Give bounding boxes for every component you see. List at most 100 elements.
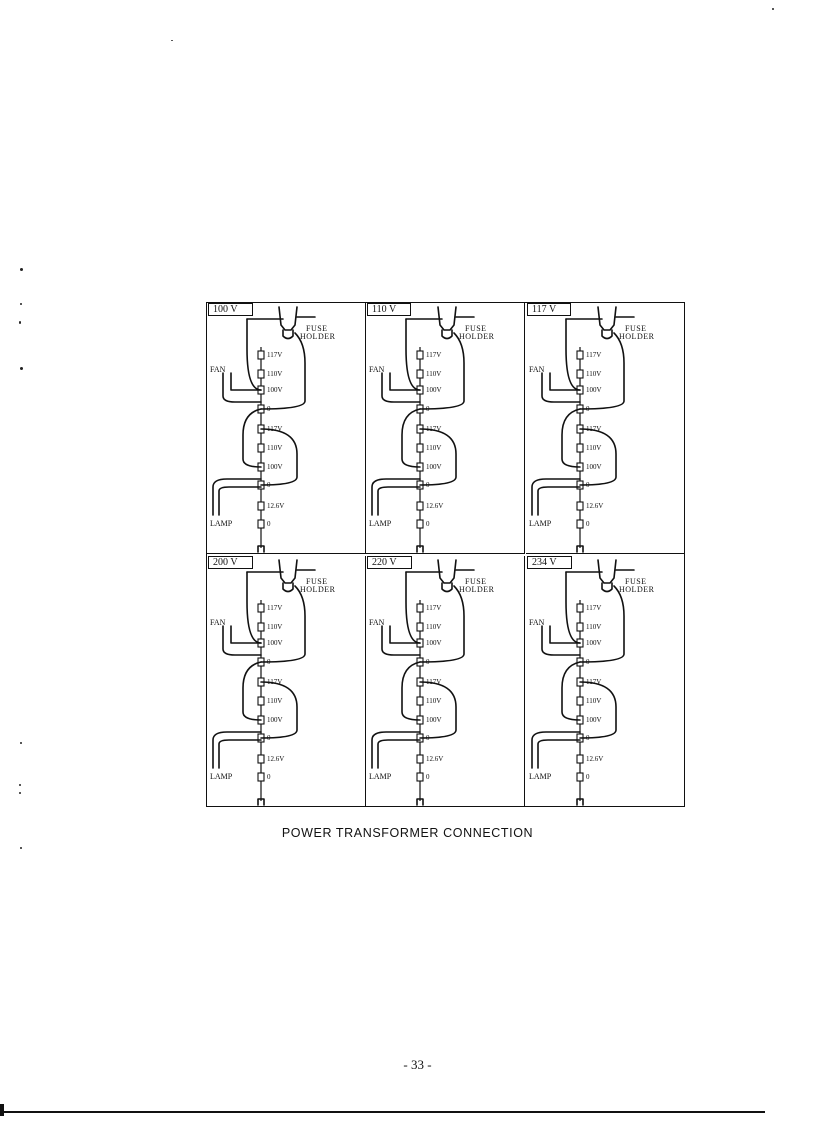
tap-label: 0 (586, 734, 590, 742)
tap-label: 117V (267, 604, 283, 612)
fan-label: FAN (369, 618, 385, 627)
coil-tap (576, 696, 584, 706)
scan-speck (20, 303, 22, 305)
tap-label: 110V (586, 370, 602, 378)
coil-tap (257, 443, 265, 453)
fuse-holder-shape (597, 559, 617, 584)
lamp-label: LAMP (210, 772, 233, 781)
tap-label: 0 (586, 405, 590, 413)
tap-label: 100V (586, 639, 602, 647)
tap-label: 100V (426, 386, 442, 394)
wiring-diagram (212, 559, 316, 806)
coil-tap (576, 519, 584, 529)
fuse-holder-label-line: FUSE (625, 577, 647, 586)
tap-label: 117V (267, 425, 283, 433)
tap-label: 12.6V (586, 502, 604, 510)
coil-tap (416, 443, 424, 453)
lamp-label: LAMP (369, 772, 392, 781)
tap-label: 0 (267, 520, 271, 528)
secondary-wire-right (579, 681, 617, 739)
tap-label: 110V (267, 623, 283, 631)
fan-wire-2 (230, 372, 262, 391)
secondary-wire-right (579, 428, 617, 486)
lamp-wire-2 (377, 486, 421, 516)
coil-tap (257, 501, 265, 511)
lamp-wire-1 (531, 478, 581, 516)
coil-tap (257, 519, 265, 529)
fan-label: FAN (210, 365, 226, 374)
secondary-wire-right (260, 681, 298, 739)
coil-tap (576, 622, 584, 632)
tap-label: 0 (586, 520, 590, 528)
tap-label: 110V (426, 623, 442, 631)
secondary-wire-left (401, 408, 421, 468)
fuse-holder-shape (597, 306, 617, 331)
tap-label: 117V (426, 425, 442, 433)
fan-wire-1 (222, 625, 262, 656)
fuse-holder-cap (282, 329, 294, 340)
coil-tap (257, 622, 265, 632)
lamp-wire-2 (218, 739, 262, 769)
lamp-wire-2 (218, 486, 262, 516)
tap-label: 100V (267, 639, 283, 647)
lamp-wire-1 (212, 478, 262, 516)
fuse-holder-label-line: HOLDER (300, 585, 336, 594)
tap-label: 100V (426, 716, 442, 724)
primary-wire-right (419, 332, 465, 410)
secondary-wire-left (561, 661, 581, 721)
tap-label: 110V (267, 444, 283, 452)
scan-speck (19, 792, 21, 794)
tap-label: 110V (586, 697, 602, 705)
tap-label: 100V (426, 463, 442, 471)
tap-label: 117V (586, 425, 602, 433)
tap-label: 0 (426, 734, 430, 742)
secondary-wire-right (260, 428, 298, 486)
tap-label: 0 (426, 773, 430, 781)
primary-wire-right (579, 585, 625, 663)
fuse-holder-label-line: FUSE (306, 324, 328, 333)
fuse-holder-cap (601, 582, 613, 593)
coil-tap (257, 754, 265, 764)
lamp-label: LAMP (210, 519, 233, 528)
scan-speck (20, 847, 22, 849)
voltage-label: 200 V (208, 556, 253, 569)
tap-label: 110V (586, 444, 602, 452)
scan-speck (20, 367, 23, 370)
fan-label: FAN (529, 365, 545, 374)
fan-wire-1 (381, 372, 421, 403)
voltage-label: 117 V (527, 303, 572, 316)
primary-wire-right (419, 585, 465, 663)
secondary-wire-left (242, 408, 262, 468)
fuse-holder-label-line: HOLDER (459, 332, 495, 341)
tap-label: 0 (267, 405, 271, 413)
tap-label: 0 (267, 773, 271, 781)
fan-wire-2 (549, 372, 581, 391)
tap-label: 117V (426, 604, 442, 612)
fuse-holder-cap (441, 329, 453, 340)
tap-label: 0 (267, 658, 271, 666)
tap-label: 117V (267, 351, 283, 359)
coil-tap (257, 772, 265, 782)
scan-speck (20, 268, 23, 271)
tap-label: 117V (426, 678, 442, 686)
coil-tap (416, 350, 424, 360)
coil-terminal (257, 798, 265, 806)
tap-label: 117V (426, 351, 442, 359)
lamp-wire-1 (212, 731, 262, 769)
tap-label: 100V (586, 463, 602, 471)
fuse-holder-label-line: HOLDER (619, 332, 655, 341)
bottom-rule-tick (0, 1104, 4, 1116)
tap-label: 110V (426, 370, 442, 378)
lamp-label: LAMP (369, 519, 392, 528)
coil-tap (416, 603, 424, 613)
coil-tap (416, 754, 424, 764)
wiring-diagram (371, 559, 475, 806)
coil-tap (257, 350, 265, 360)
coil-terminal (257, 545, 265, 553)
fuse-holder-shape (437, 306, 457, 331)
wiring-diagram (531, 559, 635, 806)
fan-wire-2 (230, 625, 262, 644)
